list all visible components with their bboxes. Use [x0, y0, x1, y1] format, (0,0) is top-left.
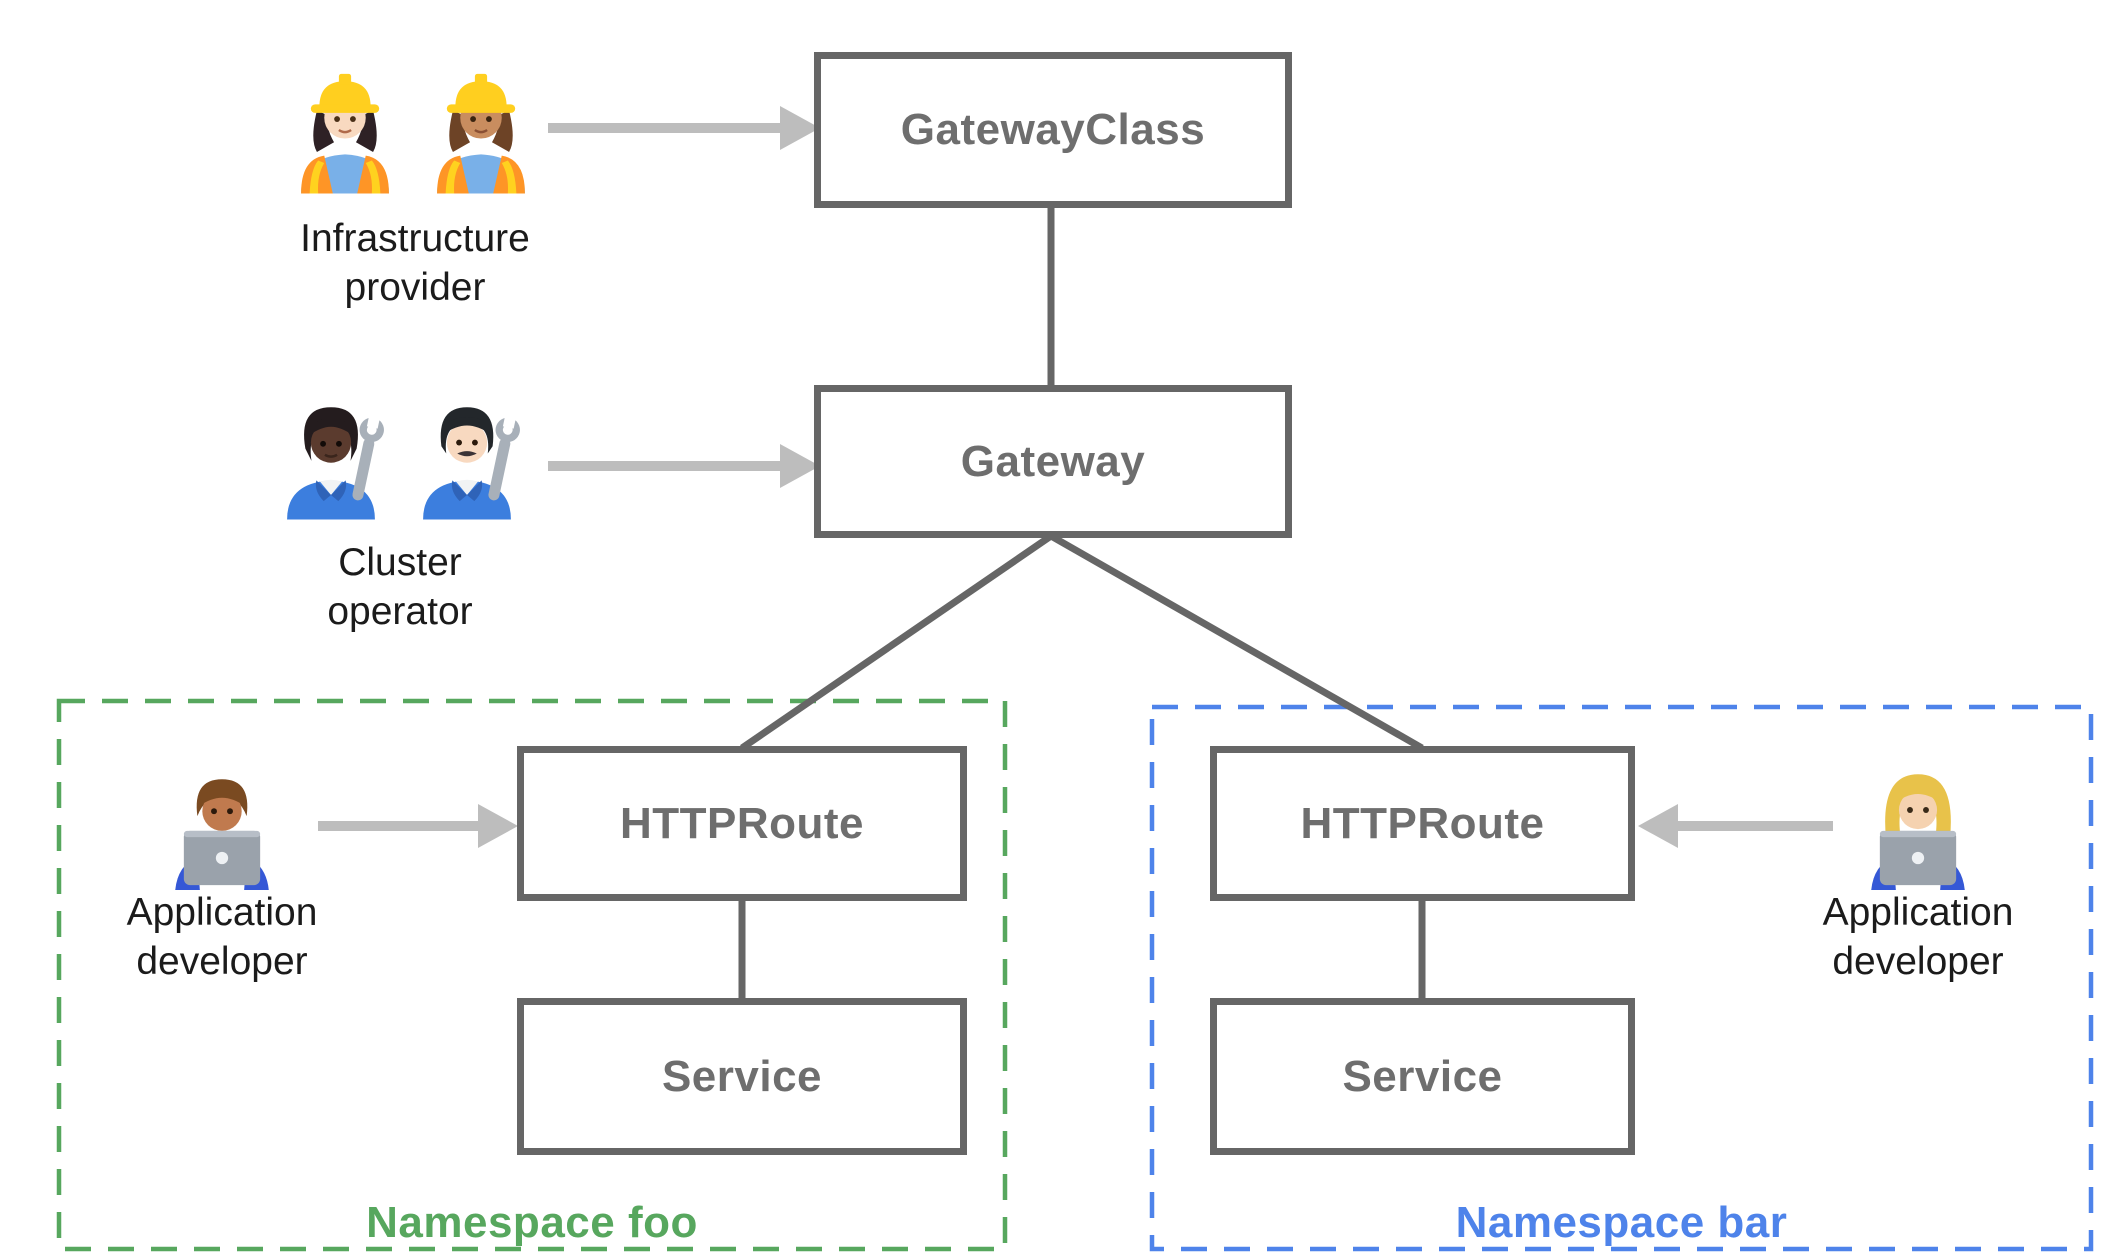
- application-developer-foo-line2: developer: [136, 940, 308, 983]
- cluster-operator-line1: Cluster: [338, 541, 462, 584]
- application-developer-bar-label: Application developer: [1718, 888, 2112, 986]
- man-mechanic-light-icon: [423, 407, 520, 520]
- arrow-cluster-to-gateway: [548, 444, 820, 488]
- man-technologist-icon: [175, 779, 269, 890]
- application-developer-bar-icon: [1854, 762, 1982, 890]
- connector-gateway-httproute-foo: [740, 533, 1053, 751]
- infrastructure-provider-label: Infrastructure provider: [215, 214, 615, 312]
- cluster-operator-icons: [270, 392, 528, 520]
- woman-technologist-icon: [1871, 774, 1965, 890]
- gateway-box: Gateway: [814, 385, 1292, 538]
- connector-gateway-httproute-bar: [1049, 532, 1424, 752]
- namespace-foo-outline: [56, 698, 1008, 1252]
- mechanic-dark-icon: [287, 407, 384, 520]
- application-developer-bar-line2: developer: [1832, 940, 2004, 983]
- connector-lines: [738, 206, 1426, 1000]
- woman-construction-worker-light-icon: [301, 73, 389, 194]
- cluster-operator-line2: operator: [327, 590, 473, 633]
- woman-construction-worker-medium-icon: [437, 73, 525, 194]
- namespace-bar-label: Namespace bar: [1455, 1198, 1788, 1247]
- persona-arrows: [318, 106, 1833, 848]
- application-developer-foo-line1: Application: [126, 891, 318, 934]
- httproute-bar-label: HTTPRoute: [1300, 798, 1545, 848]
- httproute-foo-box: HTTPRoute: [517, 746, 967, 901]
- httproute-bar-box: HTTPRoute: [1210, 746, 1635, 901]
- gateway-label: Gateway: [960, 436, 1146, 486]
- infrastructure-provider-line2: provider: [344, 266, 486, 309]
- arrow-developer-to-httproute-bar: [1638, 804, 1833, 848]
- gatewayclass-box: GatewayClass: [814, 52, 1292, 208]
- httproute-foo-label: HTTPRoute: [619, 798, 865, 848]
- service-bar-label: Service: [1342, 1051, 1503, 1101]
- infrastructure-provider-line1: Infrastructure: [300, 217, 530, 260]
- gatewayclass-label: GatewayClass: [900, 105, 1206, 154]
- application-developer-foo-icon: [158, 762, 286, 890]
- namespace-foo-label: Namespace foo: [366, 1198, 698, 1247]
- service-foo-box: Service: [517, 998, 967, 1155]
- application-developer-foo-label: Application developer: [22, 888, 422, 986]
- namespace-bar-outline: [1149, 704, 2094, 1252]
- arrow-infrastructure-to-gatewayclass: [548, 106, 820, 150]
- service-bar-box: Service: [1210, 998, 1635, 1155]
- application-developer-bar-line1: Application: [1822, 891, 2014, 934]
- service-foo-label: Service: [661, 1051, 823, 1101]
- infrastructure-provider-icons: [284, 66, 542, 194]
- arrow-developer-to-httproute-foo: [318, 804, 518, 848]
- cluster-operator-label: Cluster operator: [200, 538, 600, 636]
